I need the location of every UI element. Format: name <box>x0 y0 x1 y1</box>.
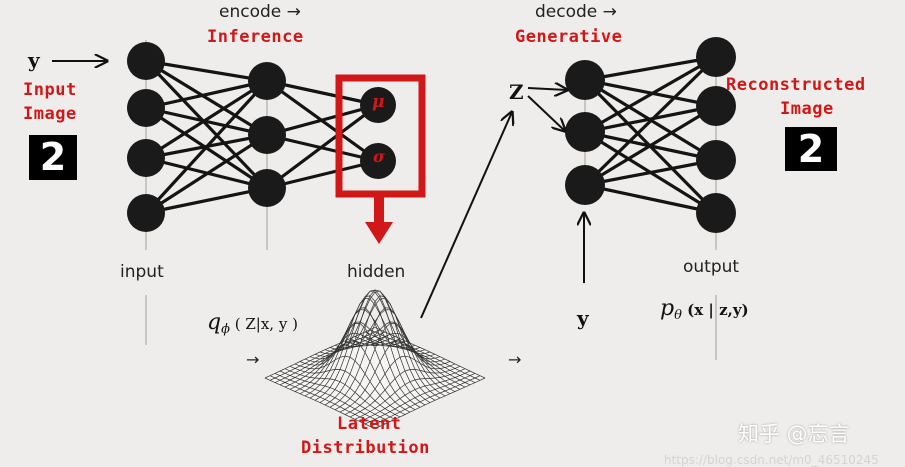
surface-grid-line <box>294 355 406 415</box>
csdn-url-watermark: https://blog.csdn.net/m0_46510245 <box>664 453 879 467</box>
output-layer-node <box>696 193 736 233</box>
inference-label: Inference <box>207 27 304 47</box>
input-layer-node <box>127 139 165 177</box>
q-args: ( Z|x, y ) <box>234 315 298 333</box>
latent-param-node <box>360 143 396 179</box>
surface-grid-line <box>369 329 481 381</box>
decoder-distribution-formula: pθ (x | z,y) <box>660 296 749 323</box>
encoder-layer1-edge <box>145 79 268 110</box>
p-args: (x | z,y) <box>687 301 749 319</box>
decoder-edge <box>584 183 717 215</box>
surface-grid-line <box>324 290 436 401</box>
encoder-layer2-edge <box>266 159 379 190</box>
surface-grid-line <box>329 298 441 399</box>
z-arrow-1 <box>527 88 567 90</box>
encoder-layer1-edge <box>145 106 268 137</box>
surface-grid-line <box>339 321 451 395</box>
hidden-layer-label: hidden <box>347 262 406 282</box>
mu-symbol: μ <box>372 92 385 112</box>
encoder-layer1-edge <box>145 133 268 215</box>
surface-base <box>265 327 485 429</box>
generative-label: Generative <box>515 27 623 47</box>
surface-grid-line <box>314 295 426 406</box>
decoder-edge <box>584 55 717 82</box>
input-layer-node <box>127 89 165 127</box>
surface-grid-line <box>299 339 411 413</box>
latent-distribution-surface <box>264 289 486 429</box>
network-connections <box>144 55 718 215</box>
p-symbol: p <box>660 296 675 321</box>
decoder-edge <box>583 55 718 187</box>
z-label: Z <box>509 80 524 104</box>
surface-grid-line <box>289 365 401 418</box>
encoder-layer2-edge <box>266 103 379 137</box>
input-layer-label: input <box>120 262 164 282</box>
surface-grid-line <box>284 368 396 420</box>
input-image-thumbnail: 2 <box>29 135 77 180</box>
hidden-layer-node <box>248 62 286 100</box>
input-image-label-line1: Input <box>23 80 77 100</box>
encoder-layer1-edge <box>145 59 268 83</box>
decoder-input-layer-node <box>565 60 605 100</box>
decoder-edge <box>584 158 717 187</box>
surface-grid-line <box>264 377 376 429</box>
output-layer-node <box>696 37 736 77</box>
surface-grid-line <box>344 332 456 392</box>
surface-grid-line <box>309 307 421 408</box>
red-down-arrow-icon <box>365 197 393 244</box>
y-input-label: y <box>28 48 40 72</box>
encoder-layer1-edge <box>145 186 268 215</box>
surface-grid-line <box>334 309 446 397</box>
small-arrow-left: → <box>246 350 260 369</box>
surface-grid-line <box>274 373 386 425</box>
encode-label: encode → <box>219 2 301 22</box>
output-layer-node <box>696 140 736 180</box>
sigma-symbol: σ <box>373 147 385 166</box>
surface-grid-line <box>319 289 431 403</box>
encoder-layer1-edge <box>145 79 268 160</box>
encoder-layer1-edge <box>144 79 269 215</box>
q-symbol: q <box>207 310 222 335</box>
decode-label: decode → <box>535 2 617 22</box>
sampling-arrow <box>420 112 512 319</box>
hidden-layer-node <box>248 169 286 207</box>
encoder-layer2-edge <box>266 103 379 190</box>
surface-grid-line <box>279 370 391 422</box>
decoder-input-layer-node <box>565 112 605 152</box>
z-arrow-2 <box>527 95 565 131</box>
decoder-edge <box>584 55 717 134</box>
latent-label-line1: Latent <box>337 414 402 434</box>
encoder-layer1-edge <box>145 59 268 137</box>
q-subscript: ϕ <box>221 322 230 337</box>
encoder-distribution-formula: qϕ ( Z|x, y ) <box>207 310 298 337</box>
small-arrow-right: → <box>508 350 522 369</box>
reconstructed-image-label-line1: Reconstructed <box>726 75 866 95</box>
encoder-layer1-edge <box>144 59 269 190</box>
surface-grid-line <box>364 331 476 383</box>
latent-label-line2: Distribution <box>301 438 430 458</box>
output-layer-node <box>696 86 736 126</box>
hidden-layer-node <box>248 116 286 154</box>
reconstructed-image-thumbnail: 2 <box>785 127 837 171</box>
network-nodes <box>127 37 736 233</box>
decoder-edge <box>584 104 717 187</box>
reconstructed-image-label-line2: Image <box>780 99 834 119</box>
surface-grid-line <box>269 375 381 427</box>
p-subscript: θ <box>674 308 682 323</box>
input-image-label-line2: Image <box>23 104 77 124</box>
surface-grid-line <box>304 323 416 411</box>
decoder-input-layer-node <box>565 165 605 205</box>
zhihu-watermark: 知乎 @忘言 <box>738 422 850 446</box>
latent-params-highlight-box <box>335 74 426 198</box>
input-layer-node <box>127 194 165 232</box>
input-layer-node <box>127 42 165 80</box>
latent-param-node <box>360 87 396 123</box>
y-decoder-label: y <box>577 306 589 330</box>
output-layer-label: output <box>683 257 740 277</box>
